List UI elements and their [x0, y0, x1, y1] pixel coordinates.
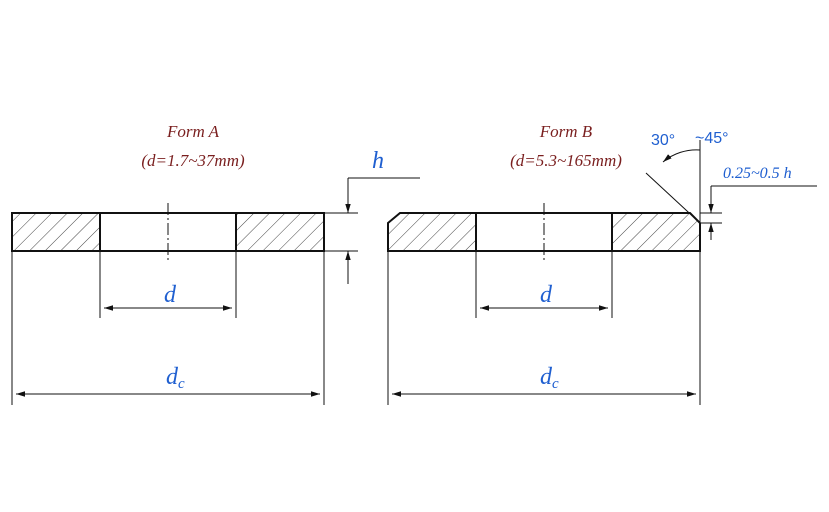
form-b-d-label: d	[540, 282, 553, 308]
form-a-d-dimension: d	[99, 251, 237, 318]
form-b-d-dimension: d	[475, 251, 613, 318]
form-a-view: Form A (d=1.7~37mm) h d	[11, 122, 420, 405]
form-b-range: (d=5.3~165mm)	[510, 151, 622, 170]
form-b-angle-30: 30°	[651, 132, 675, 149]
form-b-chamfer-dimension: 0.25~0.5 h	[700, 165, 817, 240]
form-b-chamfer-angle: 30° ~45°	[645, 130, 729, 224]
form-b-dc-label: dc	[540, 364, 559, 392]
form-a-section-left	[12, 213, 100, 251]
form-a-h-dimension: h	[324, 148, 420, 284]
form-b-title: Form B	[539, 122, 593, 141]
form-b-dc-dimension: dc	[387, 251, 701, 405]
form-a-range: (d=1.7~37mm)	[141, 151, 245, 170]
form-b-view: Form B (d=5.3~165mm) 30° ~45° 0.25~0.5 h	[387, 122, 817, 405]
form-b-angle-45: ~45°	[695, 130, 729, 147]
form-b-section-left	[388, 213, 476, 251]
form-a-dc-label: dc	[166, 364, 185, 392]
form-b-section-right	[612, 213, 700, 251]
form-a-section-right	[236, 213, 324, 251]
form-a-dc-dimension: dc	[11, 251, 325, 405]
form-a-d-label: d	[164, 282, 177, 308]
form-a-title: Form A	[166, 122, 220, 141]
form-a-h-label: h	[372, 148, 384, 174]
form-b-chamfer-label: 0.25~0.5 h	[723, 165, 792, 182]
